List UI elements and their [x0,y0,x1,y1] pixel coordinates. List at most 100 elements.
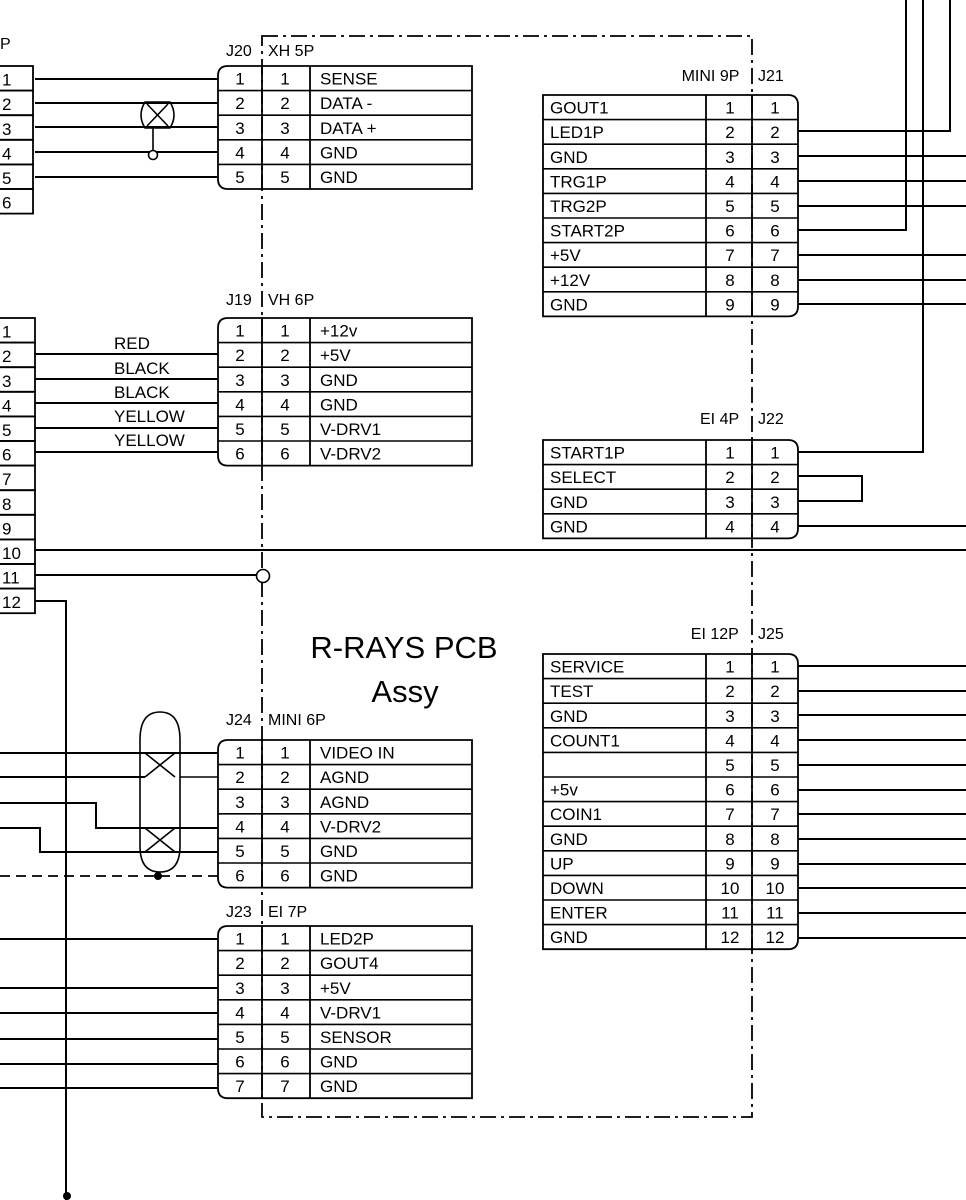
connector-pin-a: 2 [725,468,734,487]
connector-pin-a: 6 [235,1053,244,1072]
connector-pin-a: 4 [235,143,244,162]
connector-pin-b: 3 [280,371,289,390]
connector-pin-b: 6 [280,445,289,464]
connector-signal: COIN1 [550,805,602,824]
connector-signal: +5V [320,346,351,365]
connector-signal: +5V [550,246,581,265]
connector-pin-b: 2 [770,123,779,142]
connector-signal: V-DRV2 [320,445,381,464]
connector-pin-b: 4 [770,517,779,536]
connector-signal: V-DRV1 [320,420,381,439]
connector-signal: TRG1P [550,172,607,191]
connector-pin-b: 3 [280,793,289,812]
connector-pin-a: 3 [725,707,734,726]
connector-signal: DOWN [550,879,604,898]
connector-pin-a: 4 [725,731,734,750]
connector-signal: GND [320,842,358,861]
connector-pin-b: 4 [280,817,289,836]
wire-color-label: YELLOW [114,407,185,426]
connector-pin-a: 4 [725,172,734,191]
connector-pin-b: 7 [280,1077,289,1096]
connector-pin-a: 1 [235,70,244,89]
connector-signal: GND [320,395,358,414]
connector-signal: GND [550,707,588,726]
connector-pin-a: 6 [235,867,244,886]
connector-id: J24 [226,712,252,729]
connector-pin-b: 9 [770,295,779,314]
left-main-pin: 8 [2,495,11,514]
connector-signal: TEST [550,682,593,701]
connector-signal: SENSOR [320,1028,392,1047]
connector-signal: SELECT [550,468,616,487]
connector-id: J19 [226,292,252,309]
connector-pin-a: 2 [725,123,734,142]
connector-pin-a: 8 [725,271,734,290]
connector-pin-a: 7 [235,1077,244,1096]
connector-signal: GND [550,493,588,512]
connector-pin-b: 1 [280,70,289,89]
connector-pin-a: 10 [721,879,740,898]
connector-pin-a: 3 [725,493,734,512]
left-main-pin: 6 [2,446,11,465]
connector-pin-a: 11 [721,904,739,923]
connector-pin-b: 4 [280,1003,289,1022]
connector-pin-b: 3 [770,707,779,726]
connector-signal: +12v [320,322,358,341]
connector-signal: TRG2P [550,197,607,216]
connector-pin-a: 3 [235,371,244,390]
connector-signal: +5v [550,781,578,800]
connector-signal: ENTER [550,904,608,923]
connector-pin-a: 7 [725,805,734,824]
connector-pin-a: 5 [235,420,244,439]
connector-type: VH 6P [268,292,314,309]
connector-signal: GND [320,371,358,390]
connector-signal: +12V [550,271,591,290]
connector-pin-b: 2 [280,954,289,973]
connector-pin-a: 5 [235,168,244,187]
connector-signal: V-DRV1 [320,1003,381,1022]
connector-id: J20 [226,43,252,60]
connector-signal: DATA - [320,94,372,113]
left-partial-pin: 2 [2,95,11,114]
connector-type: XH 5P [268,43,314,60]
left-main-pin: 4 [2,396,11,415]
connector-signal: GND [320,143,358,162]
connector-pin-b: 7 [770,246,779,265]
connector-signal: GND [550,830,588,849]
connector-signal: GND [550,928,588,947]
left-main-pin: 3 [2,372,11,391]
left-main-pin: 2 [2,347,11,366]
connector-pin-a: 1 [235,930,244,949]
connector-signal: SERVICE [550,658,624,677]
wire-color-label: RED [114,334,150,353]
connector-signal: AGND [320,768,369,787]
connector-pin-b: 2 [280,346,289,365]
connector-pin-a: 4 [235,817,244,836]
connector-id: J25 [758,626,784,643]
connector-pin-b: 8 [770,830,779,849]
connector-signal: V-DRV2 [320,817,381,836]
connector-pin-a: 1 [235,322,244,341]
connector-pin-b: 4 [280,143,289,162]
connector-pin-b: 6 [770,222,779,241]
wire-color-label: BLACK [114,383,170,402]
connector-pin-a: 3 [235,793,244,812]
connector-pin-a: 9 [725,854,734,873]
connector-pin-b: 6 [770,781,779,800]
connector-pin-b: 4 [770,172,779,191]
left-main-pin: 9 [2,519,11,538]
connector-pin-a: 8 [725,830,734,849]
connector-pin-b: 1 [770,658,779,677]
connector-signal: LED2P [320,930,374,949]
connector-pin-a: 9 [725,295,734,314]
wire-color-label: BLACK [114,359,170,378]
connector-pin-a: 2 [235,768,244,787]
connector-type: EI 4P [700,411,739,428]
connector-pin-a: 1 [235,744,244,763]
connector-pin-b: 6 [280,1053,289,1072]
connector-pin-b: 7 [770,805,779,824]
connector-signal: GND [550,517,588,536]
connector-pin-a: 4 [235,395,244,414]
connector-pin-a: 2 [235,954,244,973]
